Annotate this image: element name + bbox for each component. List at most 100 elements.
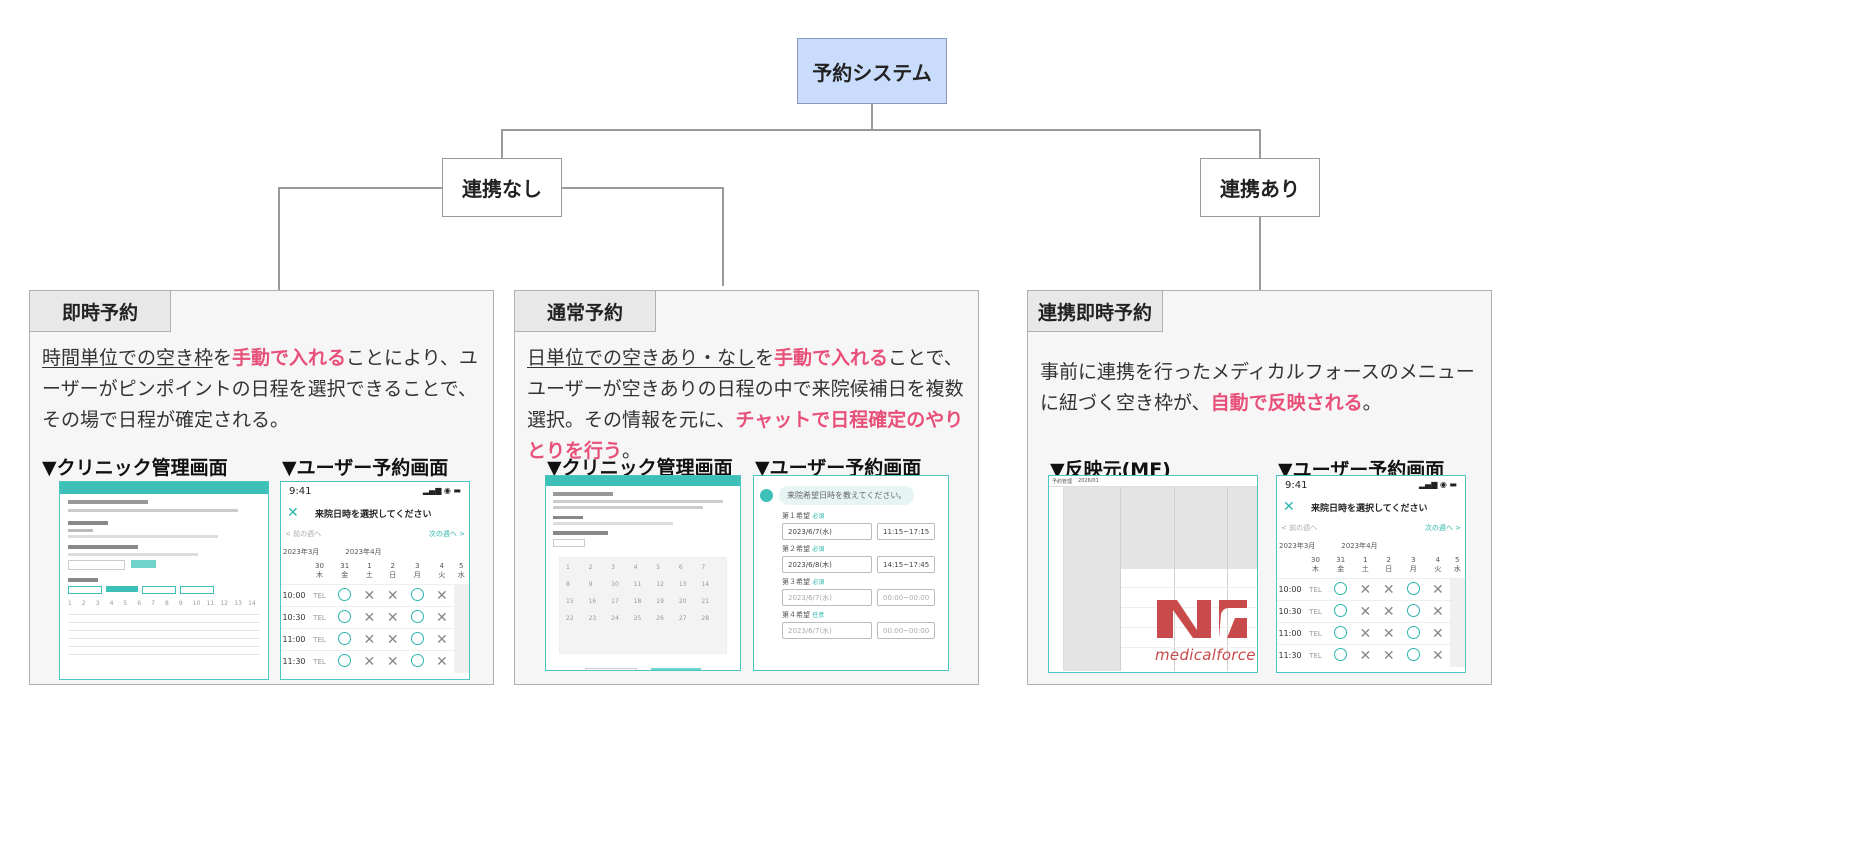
- month-label: 2023年4月: [1341, 542, 1378, 550]
- available-mark[interactable]: [1334, 626, 1348, 639]
- connector: [722, 187, 724, 286]
- time-slot-label: 10:00: [1278, 585, 1302, 594]
- tel-mark: TEL: [1309, 629, 1322, 638]
- tel-mark: TEL: [1309, 585, 1322, 594]
- branch-link-node: 連携あり: [1200, 158, 1320, 217]
- chat-booking-screenshot: 来院希望日時を教えてください。 第１希望 必須 2023/6/7(水) 11:15~…: [753, 475, 949, 671]
- unavailable-mark: ✕: [363, 631, 376, 648]
- description-text: 。: [622, 440, 642, 462]
- prev-week-link[interactable]: < 前の週へ: [1281, 524, 1318, 532]
- description-text: ことにより、ユーザーがピンポイントの日程を選択できることで、その場で日程が確定さ…: [42, 347, 478, 431]
- available-mark[interactable]: [1406, 582, 1420, 595]
- booking-title: 来院日時を選択してください: [1311, 503, 1428, 514]
- connector: [1259, 129, 1261, 159]
- unavailable-mark: ✕: [435, 609, 448, 626]
- panel-tag: 通常予約: [515, 291, 657, 332]
- wish-label: 第３希望: [782, 578, 810, 586]
- underlined-text: 日単位での空きあり・なし: [527, 347, 756, 369]
- wish-label: 第１希望: [782, 512, 810, 520]
- user-booking-screenshot: 9:41 ▂▄▆ ◉ ▬ ✕ 来院日時を選択してください < 前の週へ 次の週へ > 202…: [280, 481, 470, 680]
- tel-mark: TEL: [313, 657, 326, 666]
- unavailable-mark: ✕: [1431, 581, 1444, 598]
- prev-week-link[interactable]: < 前の週へ: [285, 530, 322, 538]
- unavailable-mark: ✕: [1359, 625, 1372, 642]
- medicalforce-wordmark: medicalforce: [1155, 646, 1256, 664]
- branch-link-label: 連携あり: [1220, 177, 1300, 201]
- description-text: ことで、ユーザーが空きありの日程の中で来院候補日を複数選択。その情報を元に、: [527, 347, 964, 431]
- available-mark[interactable]: [1334, 604, 1348, 617]
- chat-prompt: 来院希望日時を教えてください。: [779, 486, 915, 505]
- panel-instant: 即時予約 時間単位での空き枠を手動で入れることにより、ユーザーがピンポイントの日…: [29, 290, 494, 685]
- branch-no-link-node: 連携なし: [442, 158, 562, 217]
- available-mark[interactable]: [410, 588, 424, 601]
- wish-time-field[interactable]: 14:15~17:45: [877, 556, 935, 573]
- close-icon[interactable]: ✕: [287, 505, 299, 521]
- available-mark[interactable]: [338, 610, 352, 623]
- right-caption: ▼ユーザー予約画面: [755, 457, 922, 479]
- unavailable-mark: ✕: [435, 653, 448, 670]
- connector: [1259, 216, 1261, 291]
- tel-mark: TEL: [313, 613, 326, 622]
- wish-date-field[interactable]: 2023/6/8(木): [782, 556, 872, 573]
- left-caption: ▼クリニック管理画面: [42, 457, 228, 479]
- available-mark[interactable]: [338, 632, 352, 645]
- panel-normal: 通常予約 日単位での空きあり・なしを手動で入れることで、ユーザーが空きありの日程…: [514, 290, 979, 685]
- branch-no-link-label: 連携なし: [462, 177, 542, 201]
- close-icon[interactable]: ✕: [1283, 499, 1295, 515]
- time-slot-label: 11:00: [1278, 629, 1302, 638]
- unavailable-mark: ✕: [363, 587, 376, 604]
- status-icons: ▂▄▆ ◉ ▬: [422, 486, 461, 495]
- tel-mark: TEL: [313, 635, 326, 644]
- available-mark[interactable]: [1406, 604, 1420, 617]
- available-mark[interactable]: [1406, 648, 1420, 662]
- unavailable-mark: ✕: [435, 631, 448, 648]
- next-week-link[interactable]: 次の週へ >: [1424, 524, 1461, 532]
- phone-time: 9:41: [1285, 480, 1308, 491]
- available-mark[interactable]: [1334, 582, 1348, 595]
- available-mark[interactable]: [338, 588, 352, 601]
- month-label: 2023年3月: [1279, 542, 1316, 550]
- next-week-link[interactable]: 次の週へ >: [428, 530, 465, 538]
- right-caption: ▼ユーザー予約画面: [282, 457, 449, 479]
- wish-date-field[interactable]: 2023/6/7(水): [782, 523, 872, 540]
- connector: [278, 187, 443, 189]
- wish-date-field[interactable]: 2023/6/7(水): [782, 622, 872, 639]
- user-booking-screenshot: 9:41▂▄▆ ◉ ▬✕来院日時を選択してください< 前の週へ次の週へ >202…: [1276, 475, 1466, 673]
- wish-time-field[interactable]: 00:00~00:00: [877, 622, 935, 639]
- available-mark[interactable]: [1334, 648, 1348, 662]
- month-label: 2023年4月: [345, 548, 382, 556]
- available-mark[interactable]: [410, 632, 424, 645]
- time-slot-label: 10:00: [282, 591, 306, 600]
- unavailable-mark: ✕: [386, 653, 399, 670]
- unavailable-mark: ✕: [386, 587, 399, 604]
- time-slot-label: 10:30: [1278, 607, 1302, 616]
- unavailable-mark: ✕: [1382, 603, 1395, 620]
- available-mark[interactable]: [338, 654, 352, 668]
- wish-tag: 必須: [812, 546, 825, 553]
- available-mark[interactable]: [1406, 626, 1420, 639]
- wish-time-field[interactable]: 11:15~17:15: [877, 523, 935, 540]
- time-slot-label: 11:30: [1278, 651, 1302, 661]
- wish-date-field[interactable]: 2023/6/7(水): [782, 589, 872, 606]
- phone-time: 9:41: [289, 486, 312, 497]
- available-mark[interactable]: [410, 654, 424, 668]
- available-mark[interactable]: [410, 610, 424, 623]
- time-slot-label: 10:30: [282, 613, 306, 622]
- root-label: 予約システム: [812, 60, 932, 85]
- wish-time-field[interactable]: 00:00~00:00: [877, 589, 935, 606]
- time-slot-label: 11:30: [282, 657, 306, 667]
- tel-mark: TEL: [1309, 607, 1322, 616]
- booking-title: 来院日時を選択してください: [315, 509, 432, 520]
